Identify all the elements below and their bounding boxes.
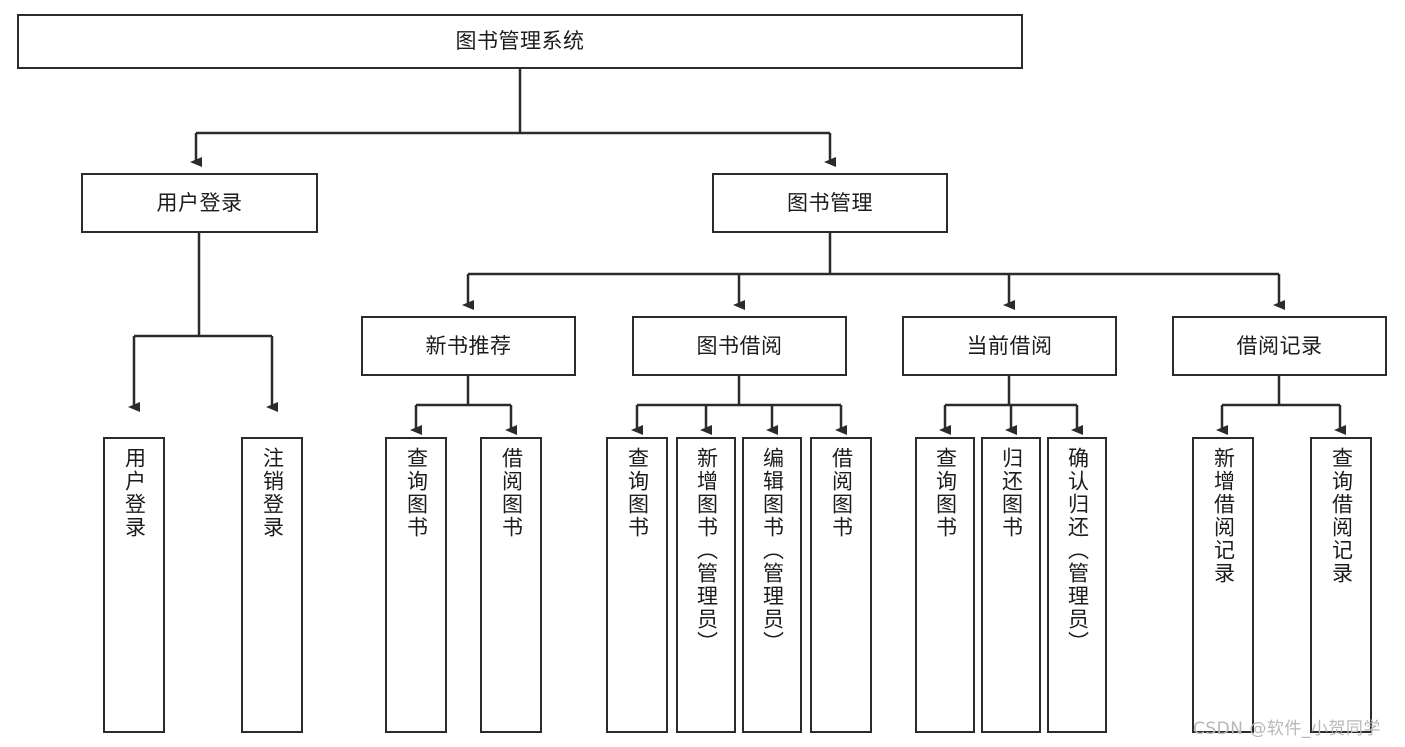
- edge-group-borrow-record: [1216, 376, 1346, 435]
- node-label: 归还图书: [999, 447, 1024, 539]
- node-new-book-recommend[interactable]: 新书推荐: [361, 316, 576, 376]
- leaf-query-borrow-record[interactable]: 查询借阅记录: [1310, 437, 1372, 733]
- edge-group-book-manage: [462, 233, 1285, 310]
- node-current-borrow[interactable]: 当前借阅: [902, 316, 1117, 376]
- node-label: 图书管理: [787, 190, 873, 215]
- edge-group-current-borrow: [939, 376, 1083, 435]
- node-label: 借阅图书: [829, 447, 854, 539]
- leaf-confirm-return-admin[interactable]: 确认归还（管理员）: [1047, 437, 1107, 733]
- node-label: 确认归还（管理员）: [1065, 447, 1090, 654]
- node-label: 新增图书（管理员）: [694, 447, 719, 654]
- leaf-user-login[interactable]: 用户登录: [103, 437, 165, 733]
- node-label: 新增借阅记录: [1211, 447, 1236, 585]
- node-label: 用户登录: [122, 447, 147, 539]
- watermark-text: CSDN @软件_小贺同学: [1193, 719, 1381, 739]
- watermark-csdn: CSDN @软件_小贺同学: [1193, 714, 1381, 739]
- node-label: 借阅记录: [1236, 333, 1323, 358]
- node-label: 查询图书: [625, 447, 650, 539]
- leaf-logout[interactable]: 注销登录: [241, 437, 303, 733]
- node-label: 图书管理系统: [455, 29, 585, 54]
- node-label: 注销登录: [260, 447, 285, 539]
- leaf-add-borrow-record[interactable]: 新增借阅记录: [1192, 437, 1254, 733]
- leaf-return-book[interactable]: 归还图书: [981, 437, 1041, 733]
- node-label: 图书借阅: [696, 333, 783, 358]
- node-label: 查询图书: [404, 447, 429, 539]
- edge-group-borrow: [631, 376, 847, 435]
- node-root-system[interactable]: 图书管理系统: [17, 14, 1023, 69]
- node-label: 查询图书: [933, 447, 958, 539]
- leaf-query-book-recommend[interactable]: 查询图书: [385, 437, 447, 733]
- leaf-query-book-borrow[interactable]: 查询图书: [606, 437, 668, 733]
- node-label: 当前借阅: [966, 333, 1053, 358]
- leaf-add-book-admin[interactable]: 新增图书（管理员）: [676, 437, 736, 733]
- node-label: 编辑图书（管理员）: [760, 447, 785, 654]
- leaf-query-book-current[interactable]: 查询图书: [915, 437, 975, 733]
- leaf-borrow-book[interactable]: 借阅图书: [810, 437, 872, 733]
- node-user-login[interactable]: 用户登录: [81, 173, 318, 233]
- edge-group-user-login: [128, 233, 278, 412]
- edge-group-root: [190, 69, 836, 167]
- node-label: 借阅图书: [499, 447, 524, 539]
- node-label: 查询借阅记录: [1329, 447, 1354, 585]
- edge-group-new-book: [410, 376, 517, 435]
- leaf-edit-book-admin[interactable]: 编辑图书（管理员）: [742, 437, 802, 733]
- node-label: 新书推荐: [425, 333, 512, 358]
- node-book-borrow[interactable]: 图书借阅: [632, 316, 847, 376]
- leaf-borrow-book-recommend[interactable]: 借阅图书: [480, 437, 542, 733]
- node-book-management[interactable]: 图书管理: [712, 173, 948, 233]
- node-borrow-record[interactable]: 借阅记录: [1172, 316, 1387, 376]
- node-label: 用户登录: [156, 190, 243, 215]
